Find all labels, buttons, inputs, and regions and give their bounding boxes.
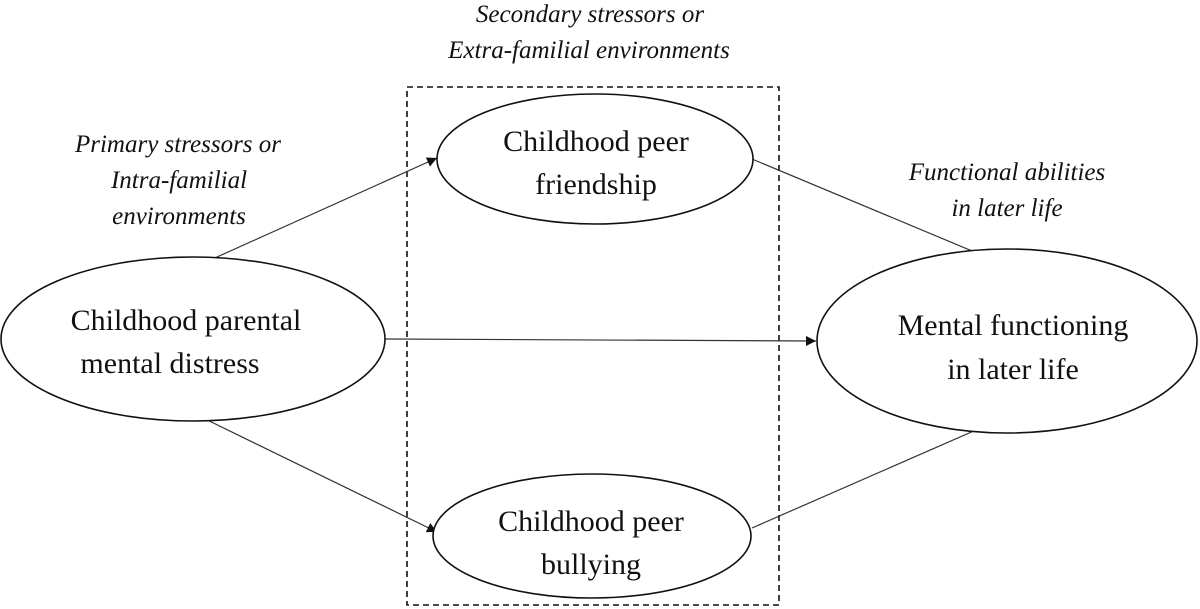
node-peer-bullying-shape bbox=[432, 473, 752, 599]
caption-functional-abilities-line2: in later life bbox=[951, 195, 1062, 222]
caption-functional-abilities: Functional abilities in later life bbox=[908, 159, 1106, 222]
caption-secondary-stressors: Secondary stressors or Extra-familial en… bbox=[447, 1, 730, 64]
node-peer-friendship-line1: Childhood peer bbox=[503, 125, 689, 158]
node-mental-functioning-shape bbox=[816, 248, 1198, 434]
secondary-stressors-box bbox=[406, 86, 780, 606]
node-peer-bullying-line2: bullying bbox=[541, 548, 641, 581]
node-mental-functioning-line1: Mental functioning bbox=[898, 309, 1129, 342]
arrow-parental-to-bullying bbox=[196, 414, 438, 533]
node-peer-friendship-line2: friendship bbox=[535, 168, 657, 201]
caption-secondary-stressors-line1: Secondary stressors or bbox=[476, 1, 705, 28]
node-peer-friendship-shape bbox=[436, 93, 754, 225]
node-parental-distress: Childhood parental mental distress bbox=[0, 256, 386, 422]
arrow-parental-to-outcome bbox=[384, 335, 817, 346]
node-mental-functioning-line2: in later life bbox=[947, 353, 1079, 386]
caption-secondary-stressors-line2: Extra-familial environments bbox=[447, 37, 730, 64]
caption-primary-stressors-line2: Intra-familial bbox=[110, 167, 247, 194]
arrow-parental-to-friendship bbox=[196, 157, 438, 267]
arrow-bullying-to-outcome bbox=[751, 415, 1009, 529]
caption-primary-stressors-line1: Primary stressors or bbox=[74, 131, 281, 158]
node-parental-distress-shape bbox=[0, 256, 386, 422]
node-parental-distress-line2: mental distress bbox=[80, 347, 259, 380]
node-peer-bullying-line1: Childhood peer bbox=[498, 505, 684, 538]
arrow-friendship-to-outcome bbox=[751, 158, 1009, 267]
caption-primary-stressors-line3: environments bbox=[112, 203, 246, 230]
node-parental-distress-line1: Childhood parental bbox=[71, 304, 302, 337]
node-mental-functioning: Mental functioning in later life bbox=[816, 248, 1198, 434]
node-peer-friendship: Childhood peer friendship bbox=[436, 93, 754, 225]
caption-primary-stressors: Primary stressors or Intra-familial envi… bbox=[74, 131, 281, 230]
node-peer-bullying: Childhood peer bullying bbox=[432, 473, 752, 599]
caption-functional-abilities-line1: Functional abilities bbox=[908, 159, 1106, 186]
